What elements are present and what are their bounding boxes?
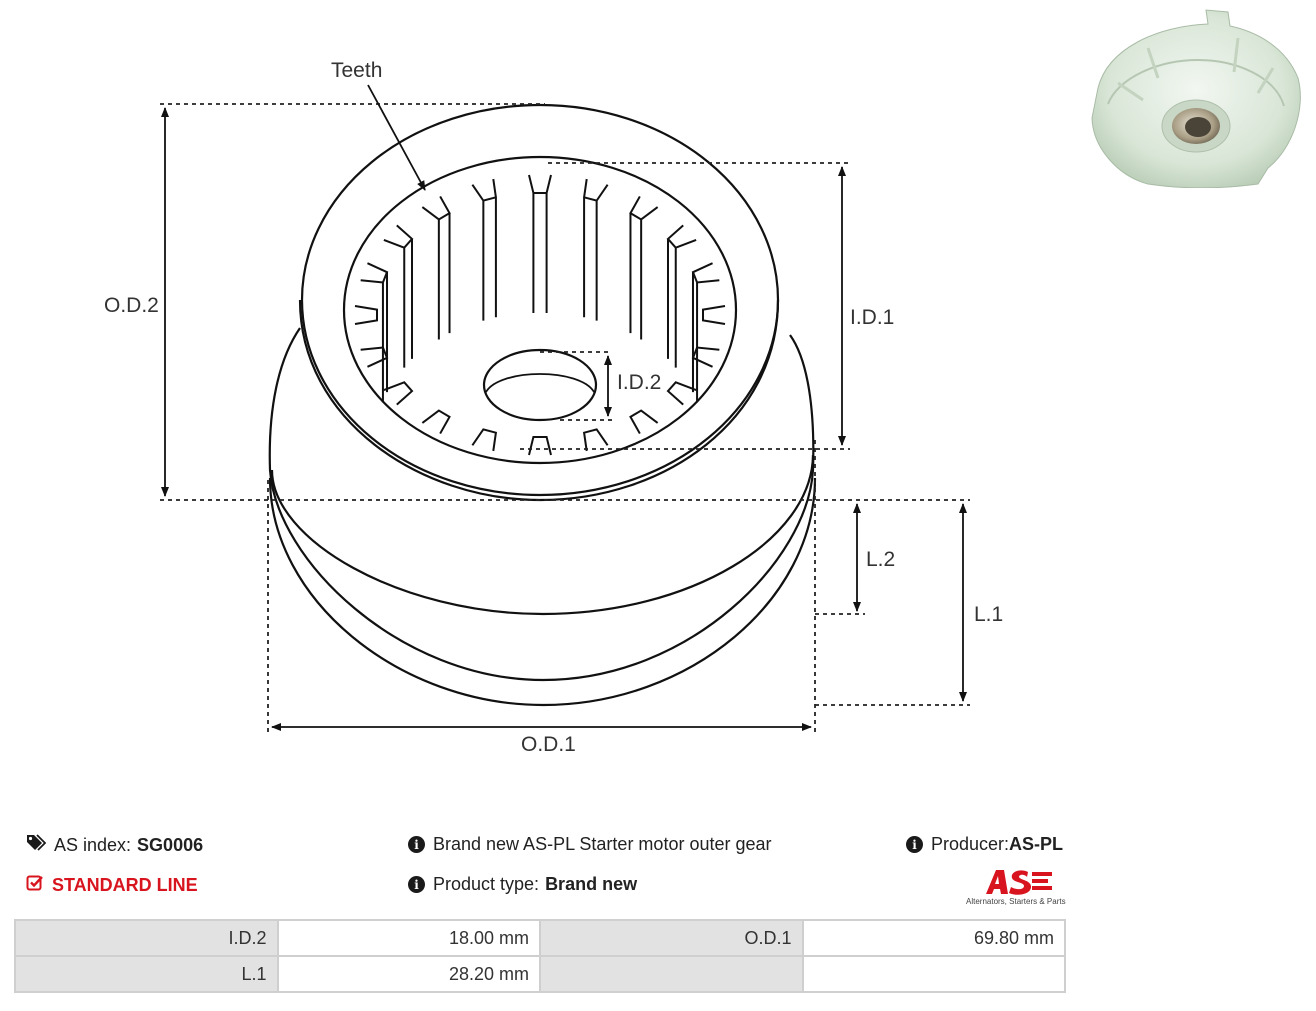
gear-diagram: Teeth O.D.2 I.D.1 I.D.2 L.2 L.1 O.D.1 bbox=[104, 59, 1003, 756]
gear-tooth bbox=[421, 409, 451, 435]
as-index: AS index: SG0006 bbox=[26, 834, 203, 857]
label-id2: I.D.2 bbox=[617, 371, 661, 394]
gear-outline bbox=[268, 103, 817, 707]
label-od1: O.D.1 bbox=[521, 733, 576, 756]
description-text: Brand new AS-PL Starter motor outer gear bbox=[433, 834, 772, 854]
spec-value bbox=[803, 957, 1064, 991]
gear-tooth bbox=[702, 305, 726, 325]
gear-tooth bbox=[471, 178, 498, 321]
spec-key: L.1 bbox=[16, 957, 277, 991]
extension-lines bbox=[160, 103, 970, 732]
internal-teeth bbox=[354, 174, 726, 456]
info-icon: i bbox=[408, 876, 425, 893]
dimension-arrows bbox=[161, 84, 967, 731]
as-index-value: SG0006 bbox=[137, 835, 204, 855]
gear-tooth bbox=[629, 195, 659, 340]
as-index-label: AS index: bbox=[54, 835, 132, 855]
label-id1: I.D.1 bbox=[850, 306, 894, 329]
check-square-icon bbox=[26, 874, 44, 897]
gear-tooth bbox=[421, 195, 451, 340]
gear-tooth bbox=[360, 346, 389, 368]
gear-tooth bbox=[691, 262, 720, 403]
producer-label: Producer: bbox=[931, 834, 1010, 854]
gear-tooth bbox=[582, 428, 609, 452]
gear-tooth bbox=[383, 381, 414, 406]
gear-tooth bbox=[354, 305, 378, 325]
product-photo bbox=[1091, 9, 1301, 188]
tags-icon bbox=[26, 834, 47, 857]
spec-value: 69.80 mm bbox=[803, 921, 1064, 955]
spec-key bbox=[541, 957, 802, 991]
info-icon: i bbox=[906, 836, 923, 853]
product-type-value: Brand new bbox=[545, 874, 638, 894]
logo-tagline: Alternators, Starters & Parts bbox=[966, 897, 1066, 906]
description: i Brand new AS-PL Starter motor outer ge… bbox=[408, 834, 772, 855]
table-row: L.1 28.20 mm bbox=[16, 957, 1064, 991]
spec-key: I.D.2 bbox=[16, 921, 277, 955]
gear-tooth bbox=[666, 224, 697, 368]
label-teeth: Teeth bbox=[331, 59, 382, 82]
gear-tooth bbox=[528, 436, 552, 456]
gear-tooth bbox=[528, 174, 552, 313]
product-type: i Product type: Brand new bbox=[408, 874, 637, 895]
gear-tooth bbox=[360, 262, 389, 403]
standard-line-label: STANDARD LINE bbox=[52, 875, 198, 895]
gear-tooth bbox=[582, 178, 609, 321]
product-line: STANDARD LINE bbox=[26, 874, 198, 897]
gear-tooth bbox=[691, 346, 720, 368]
producer-value: AS-PL bbox=[1009, 834, 1064, 854]
spec-value: 18.00 mm bbox=[278, 921, 539, 955]
info-icon: i bbox=[408, 836, 425, 853]
gear-tooth bbox=[383, 224, 414, 368]
label-od2: O.D.2 bbox=[104, 294, 159, 317]
label-l2: L.2 bbox=[866, 548, 895, 571]
table-row: I.D.2 18.00 mm O.D.1 69.80 mm bbox=[16, 921, 1064, 955]
product-type-label: Product type: bbox=[433, 874, 540, 894]
gear-tooth bbox=[666, 381, 697, 406]
as-pl-logo bbox=[986, 870, 1052, 895]
producer: i Producer: AS-PL bbox=[906, 834, 1063, 855]
spec-value: 28.20 mm bbox=[278, 957, 539, 991]
spec-key: O.D.1 bbox=[541, 921, 802, 955]
gear-tooth bbox=[629, 409, 659, 435]
label-l1: L.1 bbox=[974, 603, 1003, 626]
spec-table: I.D.2 18.00 mm O.D.1 69.80 mm L.1 28.20 … bbox=[14, 919, 1066, 993]
gear-tooth bbox=[471, 428, 498, 452]
